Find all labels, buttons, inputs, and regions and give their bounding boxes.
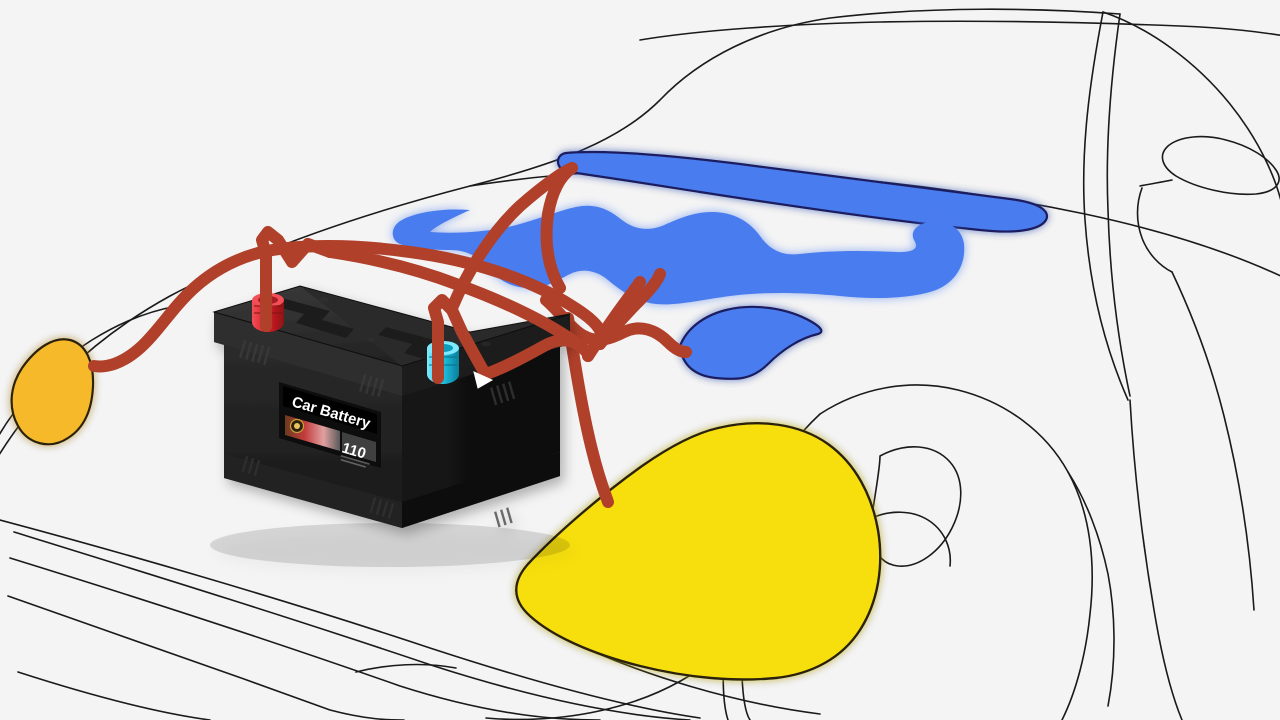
- battery-rim-front: [214, 312, 402, 396]
- cable-direction-arrow-icon: [473, 371, 494, 389]
- battery-label: Car Battery 110: [279, 382, 381, 468]
- battery-vent-grille: [241, 455, 261, 477]
- grille-line-1: [0, 519, 701, 719]
- battery-vent-grille: [494, 507, 513, 528]
- door-front-line: [1129, 399, 1183, 720]
- hood-crease-line: [639, 20, 1280, 41]
- battery-vent-grille: [359, 374, 385, 397]
- a-pillar-inner-line: [1082, 11, 1129, 401]
- grille-line-2: [13, 531, 691, 720]
- cable-arrow-to-right[interactable]: [480, 334, 594, 380]
- battery-label-fineprint: [340, 455, 370, 468]
- cable-positive-post-peak[interactable]: [256, 226, 336, 332]
- battery-label-band: [342, 432, 376, 462]
- battery-base-side: [402, 452, 560, 528]
- wheel-arch-inner-line: [1067, 471, 1115, 707]
- battery-vent-grille: [239, 340, 271, 365]
- battery-emboss-dot: [319, 297, 329, 303]
- a-pillar-line: [1106, 13, 1131, 397]
- grille-line-3: [9, 557, 601, 720]
- battery-cell-cover-left: [270, 297, 354, 338]
- grille-line-5: [17, 671, 211, 720]
- hood-latch-line: [355, 663, 457, 673]
- battery-base-front: [224, 452, 402, 528]
- highlighted-component-left-amber[interactable]: [10, 338, 95, 446]
- battery-top-edge: [212, 285, 571, 367]
- body-side-line: [1171, 271, 1255, 611]
- highlighted-component-front-yellow[interactable]: [515, 422, 882, 681]
- battery-emboss-dot: [365, 337, 375, 343]
- cable-descend-front[interactable]: [562, 312, 614, 508]
- grille-line-4: [7, 595, 405, 720]
- battery-vent-grille: [369, 497, 395, 520]
- highlighted-component-upper-bar[interactable]: [556, 150, 1049, 233]
- highlighted-component-leaf[interactable]: [678, 305, 823, 381]
- battery-shadow: [210, 523, 570, 567]
- headlight-inner-line: [871, 511, 952, 567]
- battery-emboss-dot: [481, 341, 491, 347]
- side-mirror-line: [1161, 135, 1280, 196]
- cable-to-amber[interactable]: [88, 246, 268, 373]
- engine-bay-lip-line: [0, 305, 179, 436]
- cable-rail-right-turn[interactable]: [582, 276, 646, 362]
- cable-negative-post-peak[interactable]: [428, 294, 490, 384]
- cable-loop-descend[interactable]: [540, 162, 578, 294]
- battery-label-seal-inner: [294, 423, 300, 429]
- mirror-base-line: [1136, 179, 1173, 273]
- battery-vent-grille: [490, 381, 516, 406]
